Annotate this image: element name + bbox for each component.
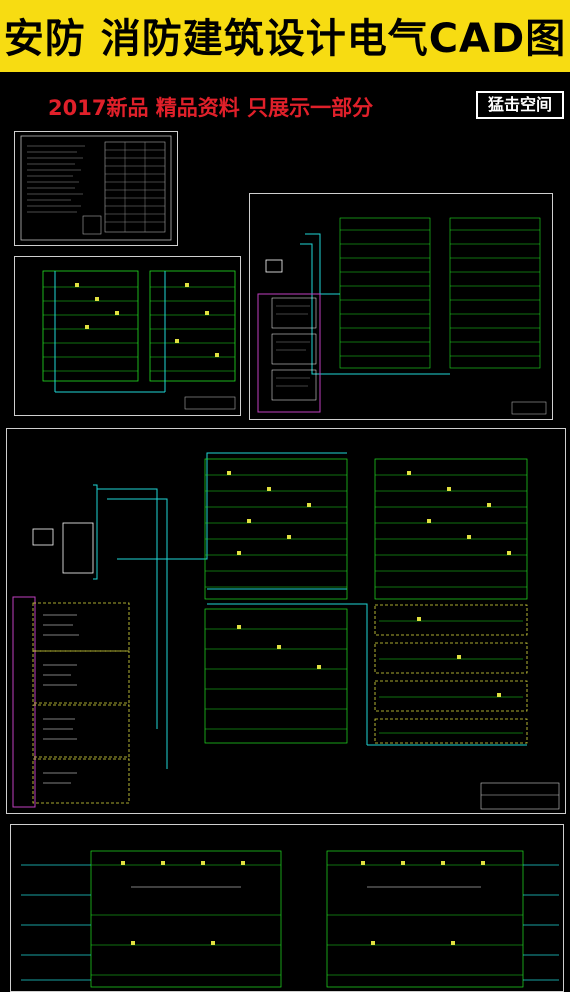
panel-diagram-drawing bbox=[21, 850, 559, 988]
brand-logo: 猛击空间 bbox=[476, 91, 564, 119]
page-subtitle: 2017新品 精品资料 只展示一部分 bbox=[48, 96, 374, 120]
page-title: 安防 消防建筑设计电气CAD图 bbox=[3, 16, 567, 62]
spec-table-drawing bbox=[20, 135, 172, 241]
system-diagram-drawing bbox=[12, 452, 560, 810]
cad-sheet-panel-diagram bbox=[10, 824, 564, 992]
title-banner bbox=[0, 0, 570, 72]
riser-left-drawing bbox=[42, 270, 236, 410]
cad-sheet-riser-left bbox=[14, 256, 241, 416]
subtitle-bar bbox=[0, 72, 570, 126]
cad-sheet-system-diagram bbox=[6, 428, 566, 814]
cad-sheet-riser-right bbox=[249, 193, 553, 420]
riser-right-drawing bbox=[257, 217, 547, 415]
cad-sheet-spec-table bbox=[14, 131, 178, 246]
